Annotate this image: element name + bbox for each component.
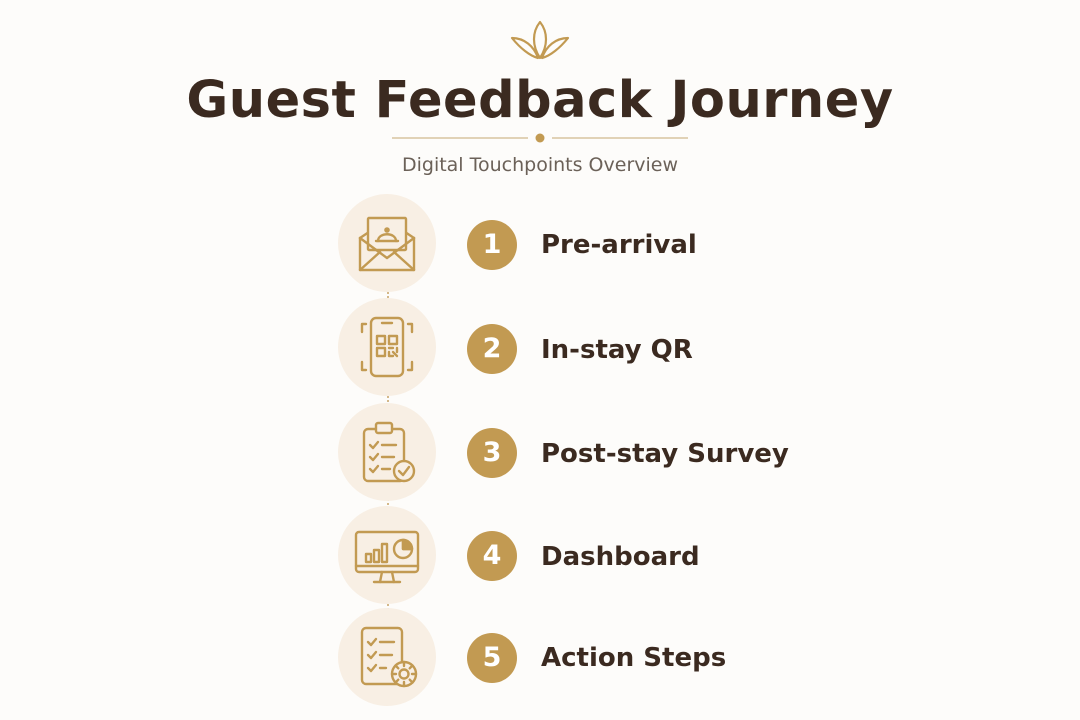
step-label-in-stay-qr: In-stay QR xyxy=(541,335,693,365)
step-number-badge: 4 xyxy=(467,531,517,581)
step-label-action-steps: Action Steps xyxy=(541,643,727,673)
step-number-badge: 2 xyxy=(467,324,517,374)
step-icon-badge xyxy=(338,506,436,604)
step-label-dashboard: Dashboard xyxy=(541,542,700,572)
step-label-pre-arrival: Pre-arrival xyxy=(541,230,697,260)
step-icon-badge xyxy=(338,194,436,292)
title-divider xyxy=(392,133,688,143)
phone-qr-icon xyxy=(360,316,414,378)
step-connector xyxy=(387,496,389,512)
step-connector xyxy=(387,393,389,409)
step-label-post-stay-survey: Post-stay Survey xyxy=(541,439,789,469)
step-icon-badge xyxy=(338,298,436,396)
step-icon-badge xyxy=(338,608,436,706)
monitor-chart-icon xyxy=(354,530,420,584)
page-title: Guest Feedback Journey xyxy=(186,71,894,130)
envelope-bell-icon xyxy=(358,216,416,272)
leaf-logo-icon xyxy=(510,20,570,60)
step-number-badge: 1 xyxy=(467,220,517,270)
step-number-badge: 3 xyxy=(467,428,517,478)
step-connector xyxy=(387,600,389,614)
step-connector xyxy=(387,288,389,306)
page-subtitle: Digital Touchpoints Overview xyxy=(401,154,679,176)
checklist-gear-icon xyxy=(360,626,418,688)
clipboard-check-icon xyxy=(362,421,416,483)
step-icon-badge xyxy=(338,403,436,501)
step-number-badge: 5 xyxy=(467,633,517,683)
